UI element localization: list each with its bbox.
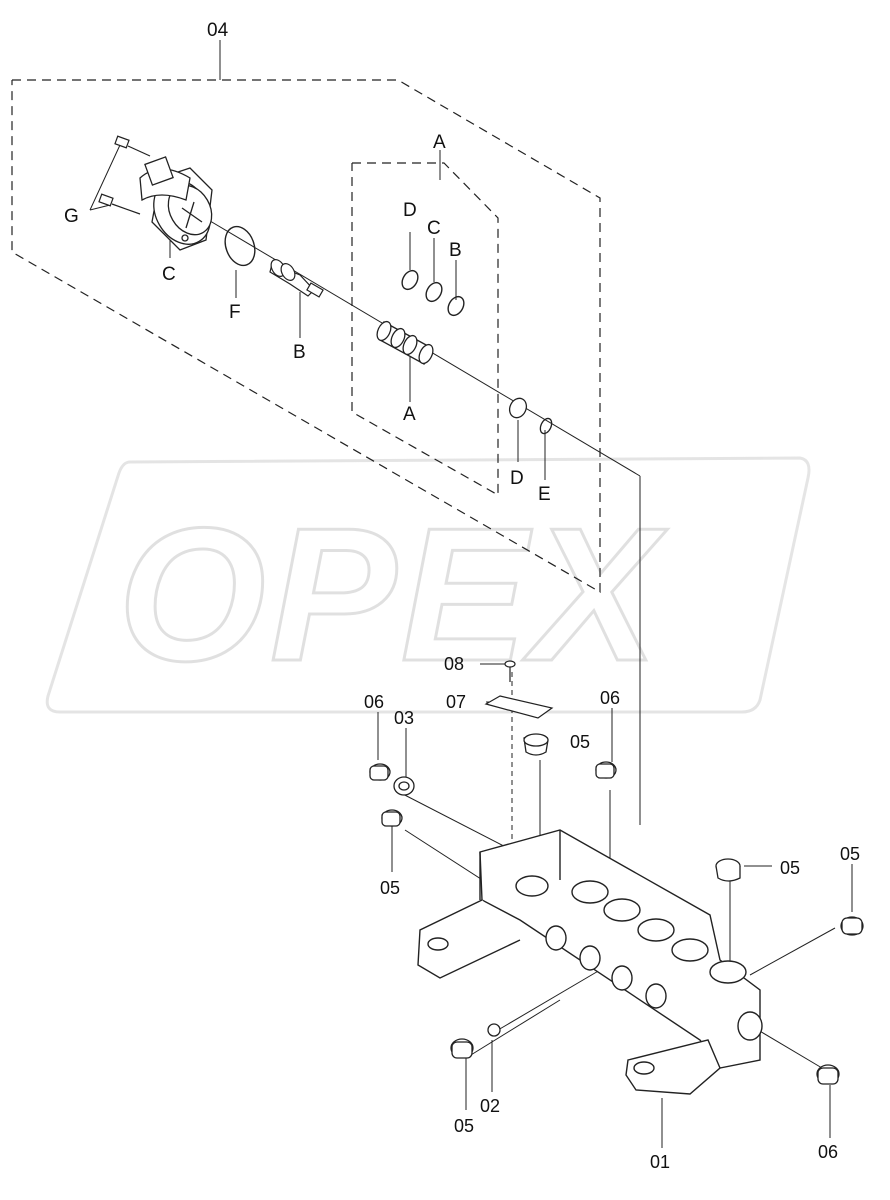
name-plate-icon <box>484 660 554 719</box>
callout-A-top: A <box>433 132 446 153</box>
watermark-text: OPEX <box>118 489 668 701</box>
callout-G: G <box>64 206 79 227</box>
callout-C-top: C <box>427 218 441 239</box>
callout-05-right: 05 <box>840 844 860 864</box>
callout-08: 08 <box>444 654 464 674</box>
plug-cap-icon <box>508 397 553 435</box>
callout-06-mid: 06 <box>600 688 620 708</box>
assembly-04-boundary <box>11 79 601 594</box>
callout-07: 07 <box>446 692 466 712</box>
callout-D-top: D <box>403 200 417 221</box>
valve-body-icon <box>417 829 763 1095</box>
spool-icon <box>376 320 434 365</box>
callout-05-cap: 05 <box>570 732 590 752</box>
callout-C-solenoid: C <box>162 264 176 285</box>
callout-03: 03 <box>394 708 414 728</box>
callout-E: E <box>538 484 551 505</box>
o-ring-icon <box>224 225 256 267</box>
callout-05-left: 05 <box>380 878 400 898</box>
callout-02: 02 <box>480 1096 500 1116</box>
callout-D-plug: D <box>510 468 524 489</box>
callout-B-top: B <box>449 240 462 261</box>
callout-01: 01 <box>650 1152 670 1172</box>
callout-F: F <box>229 302 241 323</box>
callout-04: 04 <box>207 20 229 41</box>
callout-A-bottom: A <box>403 404 416 425</box>
small-rings <box>401 269 465 317</box>
callout-06-bottom: 06 <box>818 1142 838 1162</box>
watermark: OPEX <box>45 456 811 714</box>
callout-05-bottom: 05 <box>454 1116 474 1136</box>
plug-caps <box>369 733 864 1085</box>
screw-icon <box>98 135 151 215</box>
callout-05-mid: 05 <box>780 858 800 878</box>
callout-labels: 04 A D C B G C F B A D E 08 07 06 03 05 … <box>64 20 860 1172</box>
stem-icon <box>269 259 324 298</box>
solenoid-valve-icon <box>139 156 213 251</box>
callout-06-left: 06 <box>364 692 384 712</box>
callout-B-stem: B <box>293 342 306 363</box>
